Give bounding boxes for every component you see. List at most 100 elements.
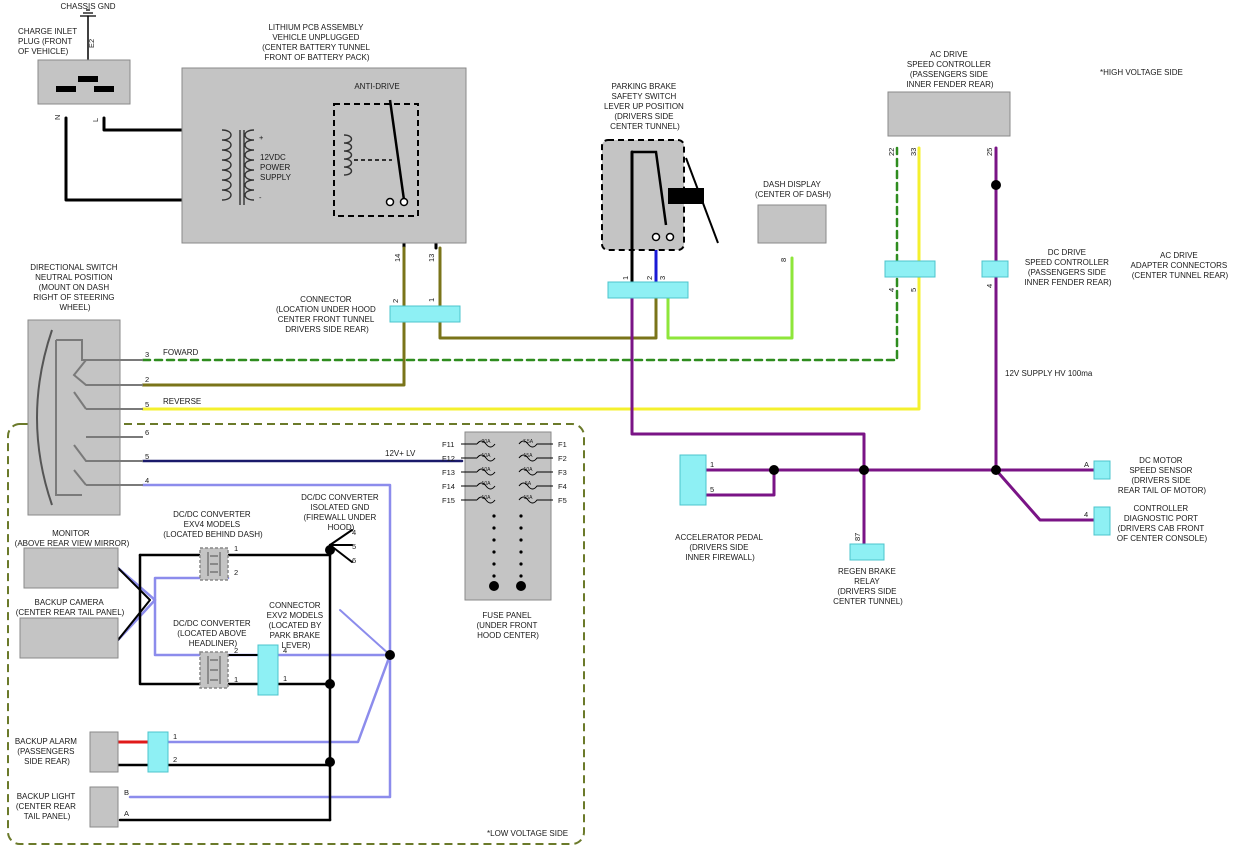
dcdc-headliner-label: DC/DC CONVERTER (LOCATED ABOVE HEADLINER… (173, 619, 253, 648)
fuse-id-right: F1 (558, 440, 567, 449)
fuse-id-left: F11 (442, 440, 454, 449)
dc-motor-sensor-label: DC MOTOR SPEED SENSOR (DRIVERS SIDE REAR… (1118, 456, 1206, 495)
pin-exv2-4: 4 (283, 646, 287, 655)
dcdc-exv4-label: DC/DC CONVERTER EXV4 MODELS (LOCATED BEH… (163, 510, 263, 539)
wire-lightgreen-dash (666, 256, 794, 340)
fuse-id-left: F12 (442, 454, 455, 463)
fuse-link-right (518, 496, 553, 504)
low-voltage-side-label: *LOW VOLTAGE SIDE (487, 829, 568, 838)
pin-13: 13 (427, 254, 436, 262)
pin-dcdch-1: 1 (234, 675, 238, 684)
ac-drive-adapter-label: AC DRIVE ADAPTER CONNECTORS (CENTER TUNN… (1131, 251, 1230, 280)
pin-brake-3: 3 (658, 276, 667, 280)
fuse-id-left: F13 (442, 468, 455, 477)
pin-dir-6: 6 (145, 428, 149, 437)
directional-switch-arc (36, 329, 53, 506)
pin-dash-8: 8 (779, 258, 788, 262)
fuse-link-left (461, 468, 496, 476)
dash-display-label: DASH DISPLAY (CENTER OF DASH) (755, 180, 831, 199)
wire-yellow-reverse (141, 146, 921, 411)
fuse-link-right (518, 482, 553, 490)
ac-drive-speed-controller (887, 91, 1011, 137)
fuse-terminal (516, 581, 526, 591)
backup-light (89, 786, 119, 828)
supply-12v-lv-label: 12V+ LV (385, 449, 416, 458)
charge-inlet-blade-right (94, 86, 114, 92)
pin-dcdc4-2: 2 (234, 568, 238, 577)
lithium-pcb-assembly (181, 67, 467, 244)
fuse-dot (519, 574, 523, 578)
parking-brake-lever (632, 150, 668, 226)
connector-accelerator (679, 454, 707, 506)
wire-lavender-cam (116, 566, 157, 642)
pin-l: L (91, 118, 100, 122)
fuse-id-left: F14 (442, 482, 455, 491)
ac-drive-controller-label: AC DRIVE SPEED CONTROLLER (PASSENGERS SI… (906, 50, 993, 89)
foward-label: FOWARD (163, 348, 198, 357)
pin-hood-2: 2 (391, 299, 400, 303)
relay-contact-1 (385, 197, 395, 207)
pin-light-b: B (124, 788, 129, 797)
pin-adapter-4: 4 (887, 288, 896, 292)
pin-accel-5: 5 (710, 485, 714, 494)
fuse-rating-right: 5A (525, 481, 532, 487)
pin-ac-25: 25 (985, 148, 994, 156)
directional-switch-contacts (55, 339, 143, 496)
wire-charge-n (64, 116, 224, 202)
fuse-link-left (461, 482, 496, 490)
dc-drive-controller-label: DC DRIVE SPEED CONTROLLER (PASSENGERS SI… (1024, 248, 1111, 287)
dash-display (757, 204, 827, 244)
transformer-coil-icon (221, 129, 255, 205)
anti-drive-relay (333, 103, 419, 217)
pin-dcdch-2: 2 (234, 646, 238, 655)
pin-ac-33: 33 (909, 148, 918, 156)
connector-dc-drive (981, 260, 1009, 278)
fuse-panel-label: FUSE PANEL (UNDER FRONT HOOD CENTER) (477, 611, 540, 640)
relay-switch-arm (388, 99, 406, 201)
wire-green-foward (141, 146, 899, 362)
fuse-rating-right: 7.5A (523, 439, 534, 445)
fuse-dot (492, 514, 496, 518)
connector-exv2-label: CONNECTOR EXV2 MODELS (LOCATED BY PARK B… (267, 601, 326, 650)
fuse-terminal (489, 581, 499, 591)
splice-dot (385, 650, 395, 660)
fuse-panel (464, 431, 552, 601)
accelerator-pedal-label: ACCELERATOR PEDAL (DRIVERS SIDE INNER FI… (675, 533, 765, 562)
fuse-panel-dots (489, 514, 526, 591)
pin-plus: + (259, 133, 264, 142)
splice-dot (325, 679, 335, 689)
charge-inlet-label: CHARGE INLET PLUG (FRONT OF VEHICLE) (18, 27, 79, 56)
reverse-label: REVERSE (163, 397, 201, 406)
dcdc-exv4-coil-icon (207, 552, 221, 576)
backup-light-label: BACKUP LIGHT (CENTER REAR TAIL PANEL) (16, 792, 78, 821)
fuse-id-left: F15 (442, 496, 455, 505)
connector-regen-relay (849, 543, 885, 561)
fuse-rating-right: 15A (524, 453, 534, 459)
directional-switch (27, 319, 121, 516)
backup-camera (19, 617, 119, 659)
pin-n: N (53, 115, 62, 120)
pin-e2: E2 (87, 39, 96, 48)
pin-hood-1: 1 (427, 298, 436, 302)
connector-backup-alarm (147, 731, 169, 773)
parking-brake-actuator (668, 188, 704, 204)
connector-exv2 (257, 644, 279, 696)
fuse-link-left (461, 496, 496, 504)
controller-diag-label: CONTROLLER DIAGNOSTIC PORT (DRIVERS CAB … (1117, 504, 1208, 543)
pin-brake-2: 2 (645, 276, 654, 280)
parking-brake-contact-1 (651, 232, 661, 242)
fuse-rating-left: 10A (482, 453, 492, 459)
connector-ac-adapter (884, 260, 936, 278)
fuse-id-right: F2 (558, 454, 567, 463)
wire-purple-accel5 (698, 468, 776, 497)
relay-contact-2 (399, 197, 409, 207)
lithium-pcb-label: LITHIUM PCB ASSEMBLY VEHICLE UNPLUGGED (… (262, 23, 372, 62)
ground-symbol-icon (80, 9, 96, 17)
fuse-dot (492, 562, 496, 566)
wire-purple-diag (994, 468, 1102, 522)
pin-regen-87: 87 (853, 533, 862, 541)
fuse-dot (492, 526, 496, 530)
parking-brake-arm (685, 157, 719, 244)
supply-12v-hv-label: 12V SUPPLY HV 100ma (1005, 369, 1093, 378)
